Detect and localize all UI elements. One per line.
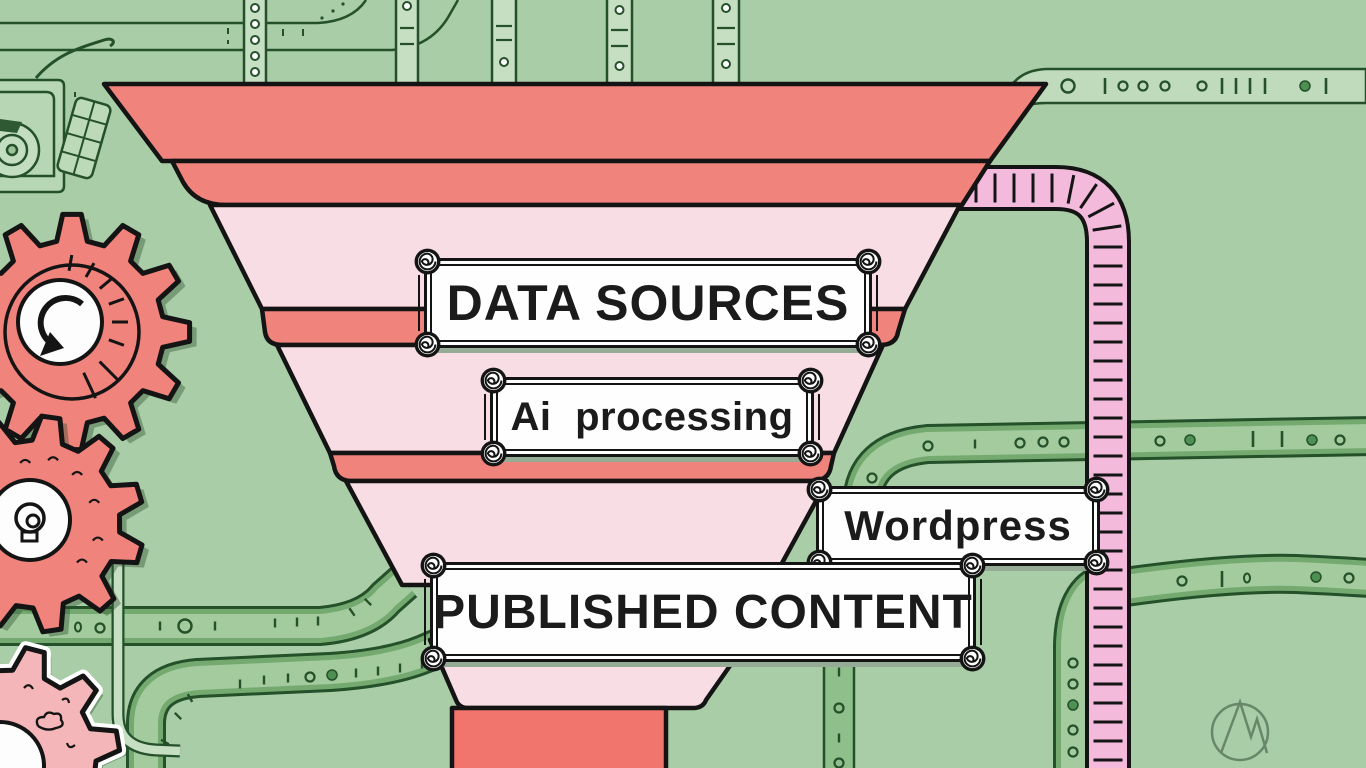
funnel-spout [449,705,669,768]
top-pipes [0,0,460,52]
sign-text: PUBLISHED CONTENT [433,585,973,639]
screw-icon [480,367,507,394]
sign-text: DATA SOURCES [446,275,850,331]
logo-watermark [1210,698,1270,762]
conveyor-belts [0,416,1366,768]
label-data-sources: DATA SOURCES [424,258,872,348]
sign-text: Wordpress [844,502,1072,549]
screw-icon [1083,476,1110,503]
sign-bracket [811,394,820,440]
label-published-content: PUBLISHED CONTENT [430,562,976,662]
screw-icon [855,248,882,275]
refresh-arrow-icon [37,294,84,349]
gear-icon [0,641,127,768]
funnel-tier-2 [169,158,993,208]
segmented-stack [56,96,112,180]
gear-icon [0,211,197,455]
sign-bracket [869,275,878,331]
screw-icon [855,331,882,358]
screw-icon [797,440,824,467]
screw-icon [959,552,986,579]
screw-icon [959,645,986,672]
screw-icon [414,331,441,358]
gear-icon [0,413,149,637]
screw-icon [1083,549,1110,576]
funnel-tier-1 [101,81,1049,164]
ceiling-straps [242,0,741,92]
sign-bracket [973,579,982,645]
label-wordpress: Wordpress [816,486,1100,566]
sign-bracket [484,394,493,440]
screw-icon [480,440,507,467]
wire [34,37,115,79]
screw-icon [797,367,824,394]
screw-icon [420,645,447,672]
screw-icon [420,552,447,579]
screw-icon [414,248,441,275]
machine-box [0,37,115,194]
funnel-band-2 [327,450,837,484]
sign-post-strap [822,646,856,768]
sign-bracket [418,275,427,331]
screw-icon [806,476,833,503]
thin-pipe [111,552,181,758]
pink-pipe [950,165,1131,768]
sign-text: Ai processing [510,394,794,439]
sign-bracket [424,579,433,645]
label-ai-processing: Ai processing [490,377,814,457]
